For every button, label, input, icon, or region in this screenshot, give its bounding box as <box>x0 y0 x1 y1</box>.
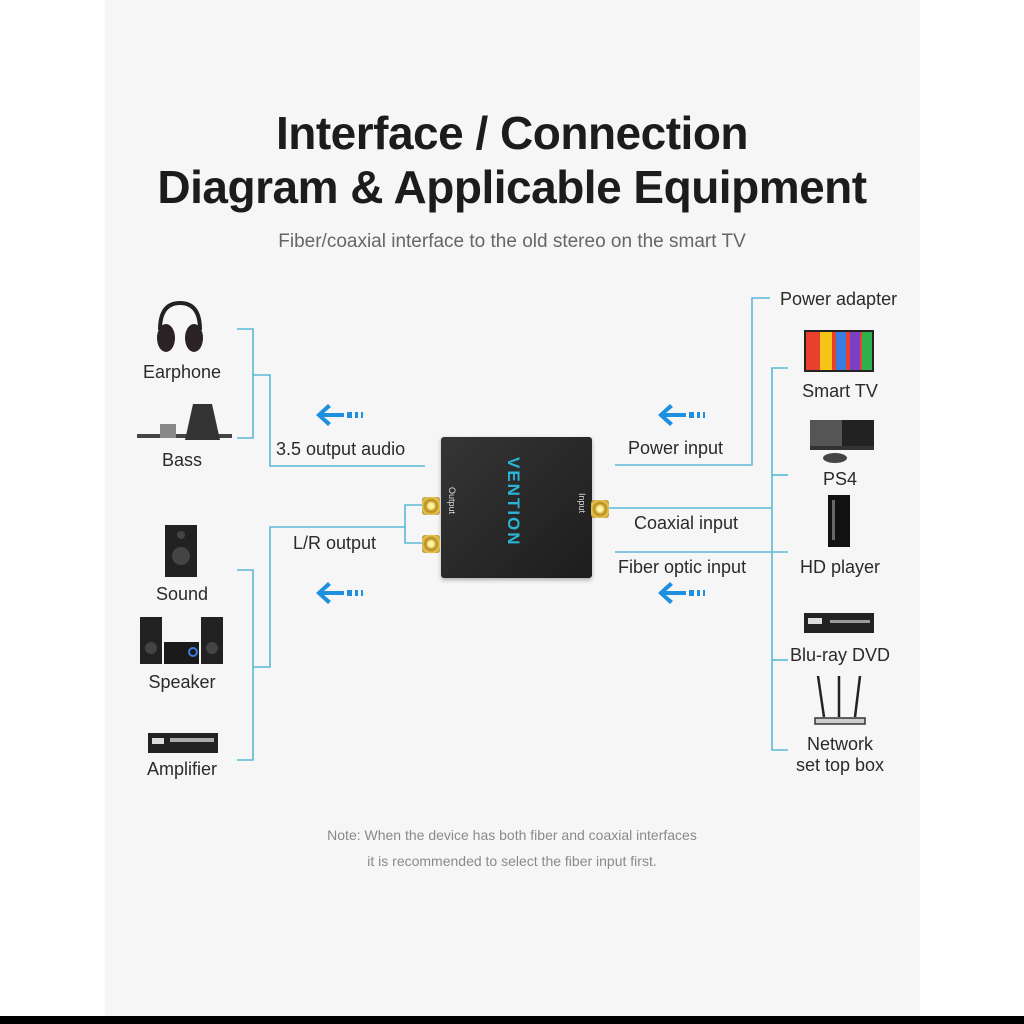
smart-tv-icon <box>804 330 874 372</box>
device-label-smart-tv: Smart TV <box>802 381 878 401</box>
headphones-icon <box>157 300 203 352</box>
note-line-1: Note: When the device has both fiber and… <box>327 827 697 843</box>
label-35-output-audio: 3.5 output audio <box>276 439 406 459</box>
sound-speaker-icon <box>165 525 197 577</box>
arrow-left-icon <box>658 404 705 426</box>
stereo-speaker-icon <box>140 617 223 664</box>
device-label-hd-player: HD player <box>799 557 881 577</box>
bass-speaker-icon <box>137 404 232 440</box>
note-line-2: it is recommended to select the fiber in… <box>367 853 657 869</box>
arrow-left-icon <box>658 582 705 604</box>
device-label-ps4: PS4 <box>822 469 858 489</box>
device-label-amplifier: Amplifier <box>146 759 217 779</box>
bluray-player-icon <box>804 613 874 633</box>
rca-output-right-jack <box>422 535 440 553</box>
device-label-bass: Bass <box>161 450 203 470</box>
rca-output-left-jack <box>422 497 440 515</box>
device-label-earphone: Earphone <box>142 362 222 382</box>
device-label-set-top-box: set top box <box>795 755 885 775</box>
dac-converter-device: VENTION Output Input <box>441 437 592 578</box>
label-power-adapter: Power adapter <box>780 289 898 309</box>
coaxial-input-jack <box>591 500 609 518</box>
game-console-icon <box>810 420 874 463</box>
title-line-2: Diagram & Applicable Equipment <box>157 161 867 213</box>
note: Note: When the device has both fiber and… <box>0 822 1024 874</box>
label-power-input: Power input <box>628 438 724 458</box>
arrow-left-icon <box>316 582 363 604</box>
device-label-network: Network <box>806 734 873 754</box>
amplifier-icon <box>148 733 218 753</box>
brand-logo: VENTION <box>504 457 523 547</box>
label-fiber-optic-input: Fiber optic input <box>618 557 747 577</box>
device-label-speaker: Speaker <box>148 672 216 692</box>
subtitle: Fiber/coaxial interface to the old stere… <box>278 231 746 252</box>
router-icon <box>814 675 866 725</box>
hd-player-tower-icon <box>828 495 850 547</box>
label-lr-output: L/R output <box>293 533 377 553</box>
label-coaxial-input: Coaxial input <box>634 513 739 533</box>
arrow-left-icon <box>316 404 363 426</box>
output-port-label: Output <box>447 487 457 515</box>
title-line-1: Interface / Connection <box>275 107 749 159</box>
input-port-label: Input <box>577 493 587 514</box>
bottom-bar <box>0 1016 1024 1024</box>
device-label-sound: Sound <box>155 584 209 604</box>
device-label-bluray-dvd: Blu-ray DVD <box>789 645 891 665</box>
